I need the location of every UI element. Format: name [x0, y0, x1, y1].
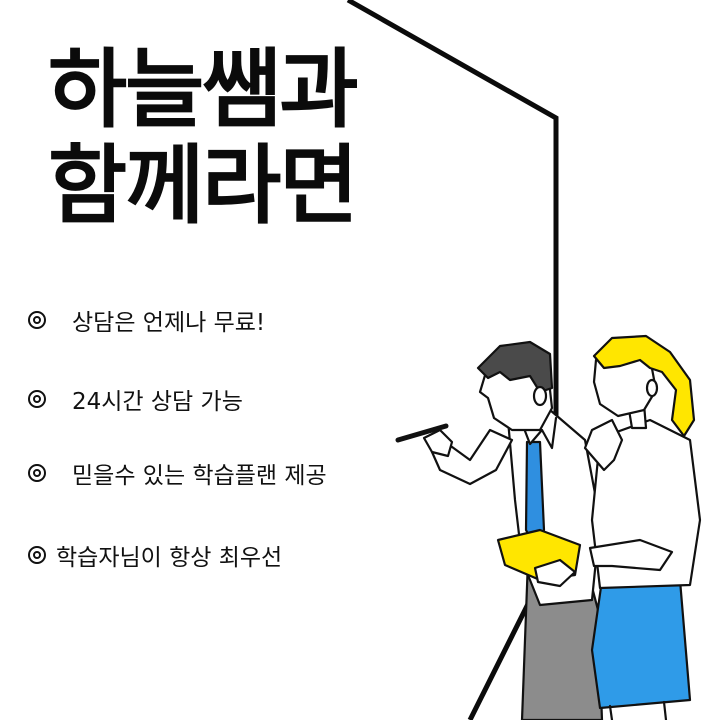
title-line-2: 함께라면	[48, 136, 358, 236]
list-item: 상담은 언제나 무료!	[28, 303, 265, 337]
bullet-circle-icon	[28, 546, 46, 564]
woman-skirt	[590, 578, 692, 710]
list-item-text: 학습자님이 항상 최우선	[56, 545, 283, 571]
man-hand	[422, 428, 454, 458]
bullet-circle-icon	[28, 311, 46, 329]
page-title: 하늘쌤과 함께라면	[48, 40, 358, 236]
bullet-circle-icon	[28, 464, 46, 482]
pen-icon	[395, 423, 449, 443]
list-item-text: 상담은 언제나 무료!	[72, 310, 266, 336]
list-item-text: 믿을수 있는 학습플랜 제공	[72, 463, 327, 489]
bullet-circle-icon	[28, 390, 46, 408]
title-line-1: 하늘쌤과	[48, 40, 358, 140]
woman-hair	[592, 334, 696, 438]
list-item-text: 24시간 상담 가능	[72, 389, 243, 415]
list-item: 학습자님이 항상 최우선	[28, 538, 282, 572]
list-item: 믿을수 있는 학습플랜 제공	[28, 456, 327, 490]
list-item: 24시간 상담 가능	[28, 382, 243, 416]
